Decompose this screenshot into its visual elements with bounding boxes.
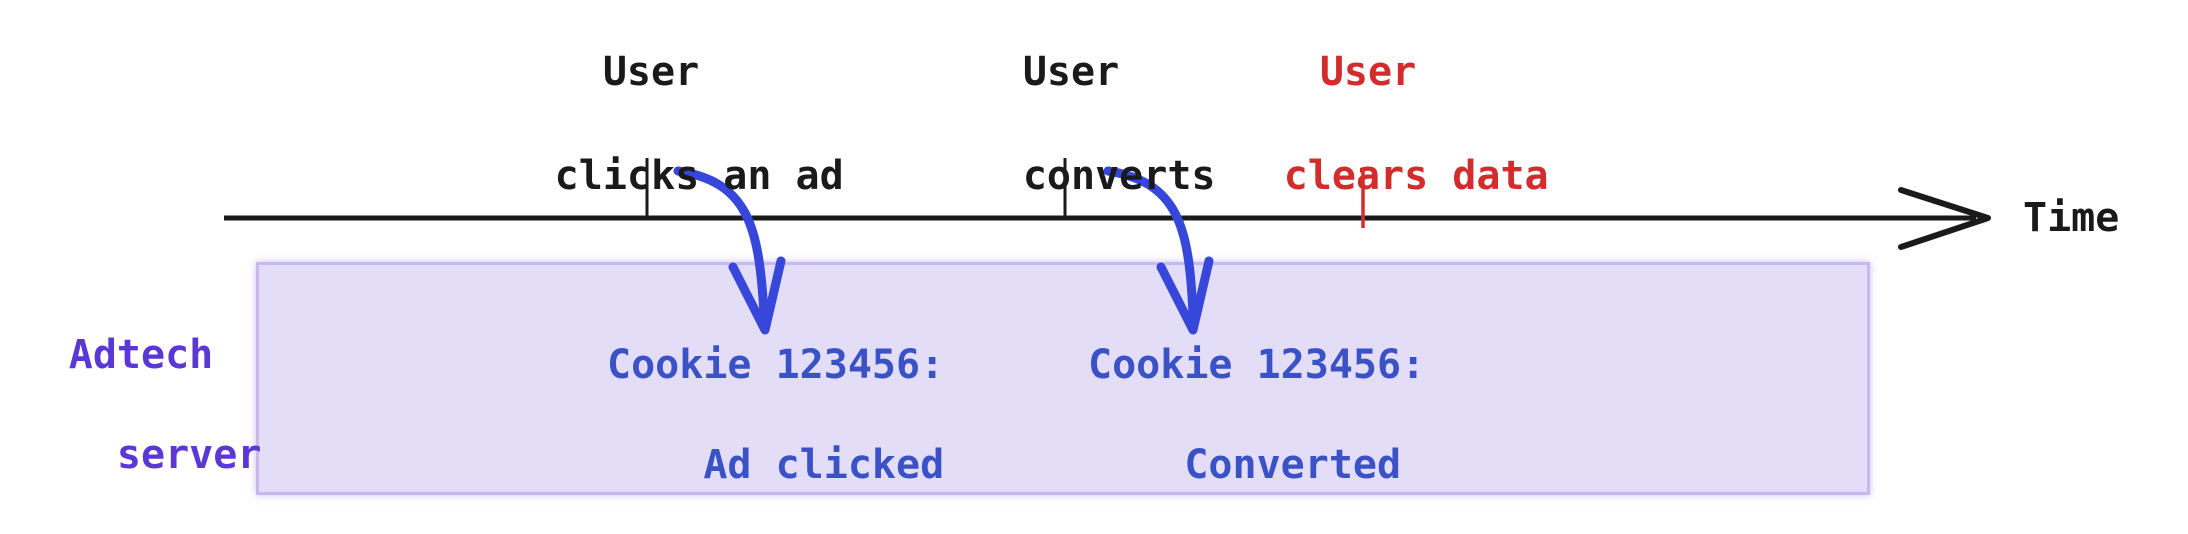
cookie-record-ad-clicked: Cookie 123456: Ad clicked <box>607 340 944 490</box>
event-label-line2: clears data <box>1283 153 1549 199</box>
adtech-server-label-line2: server <box>116 432 262 478</box>
adtech-server-label-line1: Adtech <box>68 332 214 378</box>
event-label-line1: User <box>602 49 700 95</box>
adtech-server-box <box>256 262 1870 495</box>
attribution-arrow-click-icon <box>673 166 786 335</box>
cookie-record-converted: Cookie 123456: Converted <box>1088 340 1425 490</box>
cookie-record-id: Cookie 123456: <box>1088 342 1426 388</box>
event-label-line2: clicks an ad <box>554 153 844 199</box>
event-label-line1: User <box>1022 49 1120 95</box>
axis-label-time: Time <box>2023 195 2120 241</box>
timeline-arrowhead-icon <box>1898 187 1991 250</box>
event-label-line1: User <box>1319 49 1417 95</box>
event-label-data-cleared: User clears data <box>1187 46 1549 202</box>
event-label-conversion: User converts <box>927 46 1216 202</box>
event-label-line2: converts <box>1022 153 1216 199</box>
attribution-arrow-conversion-icon <box>1103 166 1214 335</box>
event-label-ad-click: User clicks an ad <box>458 46 844 202</box>
adtech-server-label: Adtech server <box>21 330 262 480</box>
cookie-record-event: Ad clicked <box>703 442 945 488</box>
cookie-record-id: Cookie 123456: <box>607 342 945 388</box>
cookie-record-event: Converted <box>1184 442 1402 488</box>
